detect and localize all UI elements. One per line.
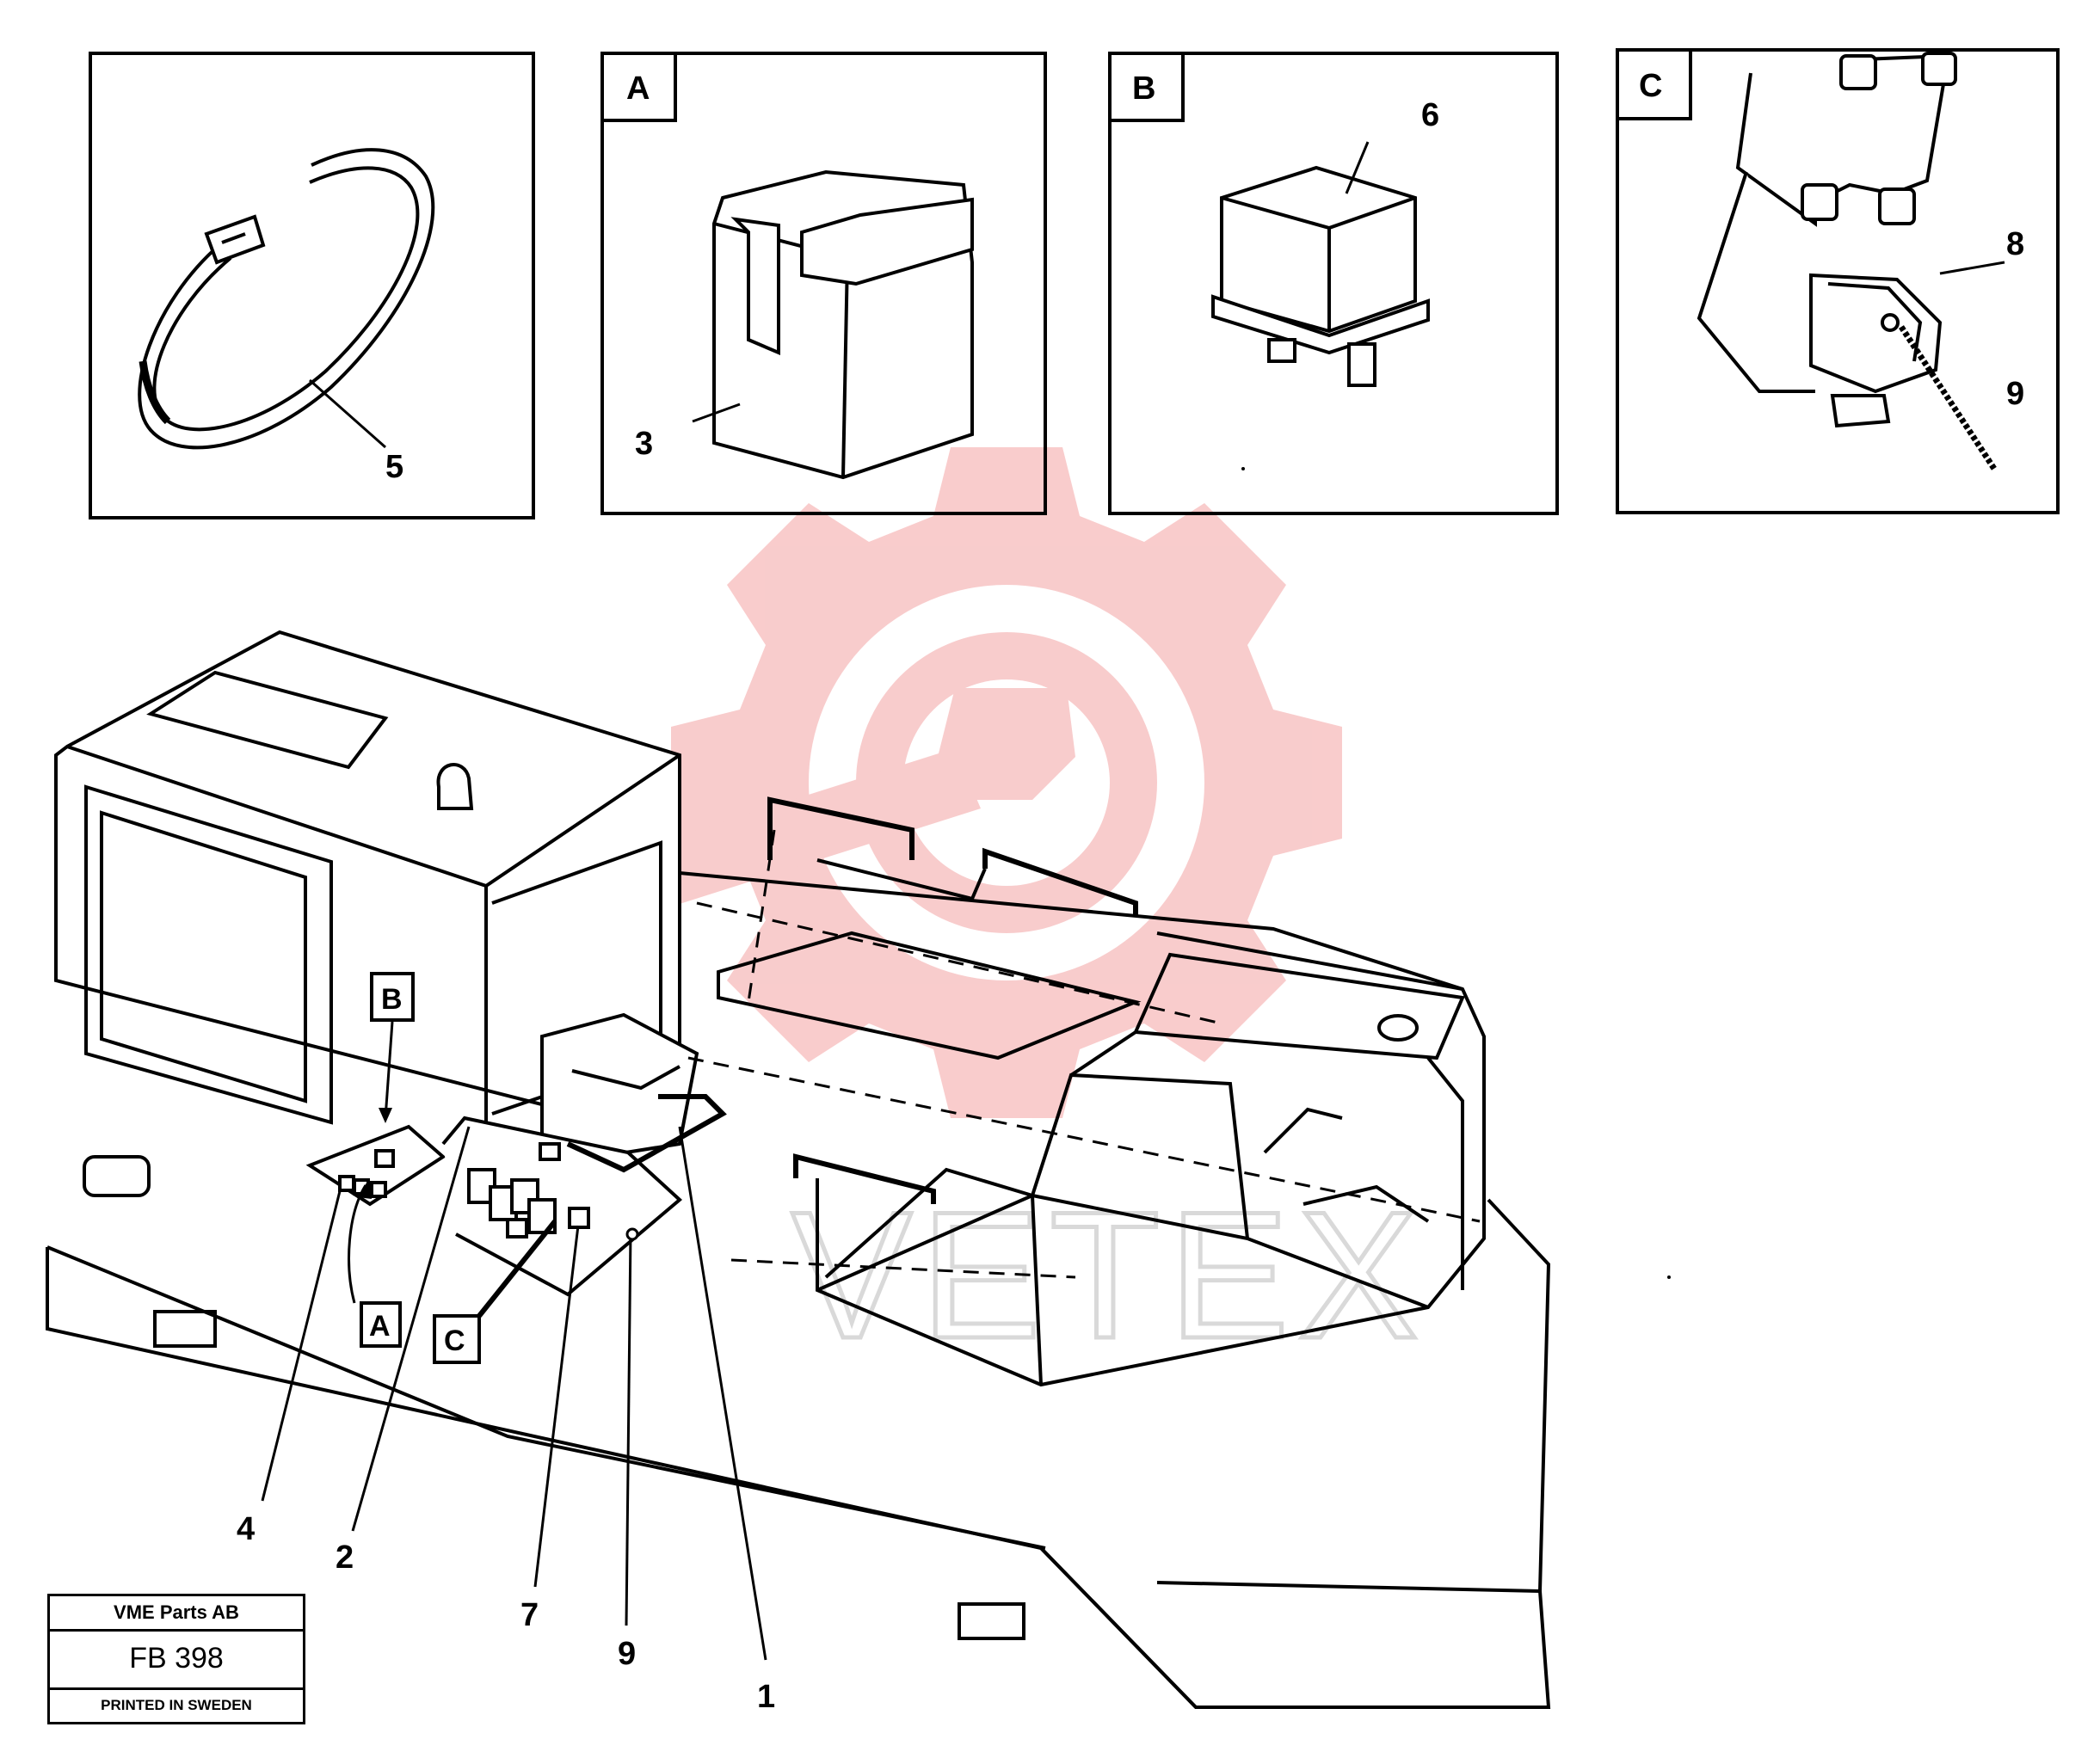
detail-panel-c: C 8 9 [1616,48,2060,514]
svg-text:C: C [444,1325,465,1357]
svg-text:B: B [381,983,403,1016]
detail-panel-b: B 6 [1108,52,1559,515]
company-name: VME Parts AB [50,1596,303,1632]
callout-9-detail: 9 [2006,376,2024,412]
excavator-upperstructure-drawing [46,630,1551,1709]
panel-a-letter: A [626,71,650,107]
watermark-gear-logo [602,447,1342,1118]
detail-panel-a: A 3 [600,52,1047,515]
callout-4: 4 [237,1511,255,1547]
panel-c-letter: C [1639,68,1662,104]
leader-lines [261,1126,767,1661]
callout-6: 6 [1421,97,1439,133]
electrical-plate-assembly [305,1094,727,1297]
callout-8: 8 [2006,226,2024,262]
ref-box-a: A [348,1180,402,1348]
callout-2: 2 [336,1540,354,1576]
callout-9: 9 [618,1636,636,1672]
relay-drawing [1211,141,1430,387]
callout-5: 5 [385,449,403,485]
printed-note: PRINTED IN SWEDEN [101,1697,252,1713]
connector-housing-drawing [692,169,974,480]
callout-1: 1 [757,1679,775,1715]
title-block: VME Parts AB FB 398 PRINTED IN SWEDEN [47,1594,305,1724]
cable-tie-drawing [138,148,435,450]
callout-7: 7 [520,1597,539,1633]
watermark-text: VETEX [791,1174,1427,1376]
drawing-number: FB 398 [50,1629,303,1690]
valve-bracket-drawing [1697,52,2005,470]
panel-b-letter: B [1132,71,1155,107]
ref-box-b: B [370,972,415,1123]
svg-text:A: A [369,1310,391,1343]
detail-panel-strap: 5 [89,52,535,519]
ref-box-c: C [433,1220,557,1364]
callout-3: 3 [635,426,653,462]
